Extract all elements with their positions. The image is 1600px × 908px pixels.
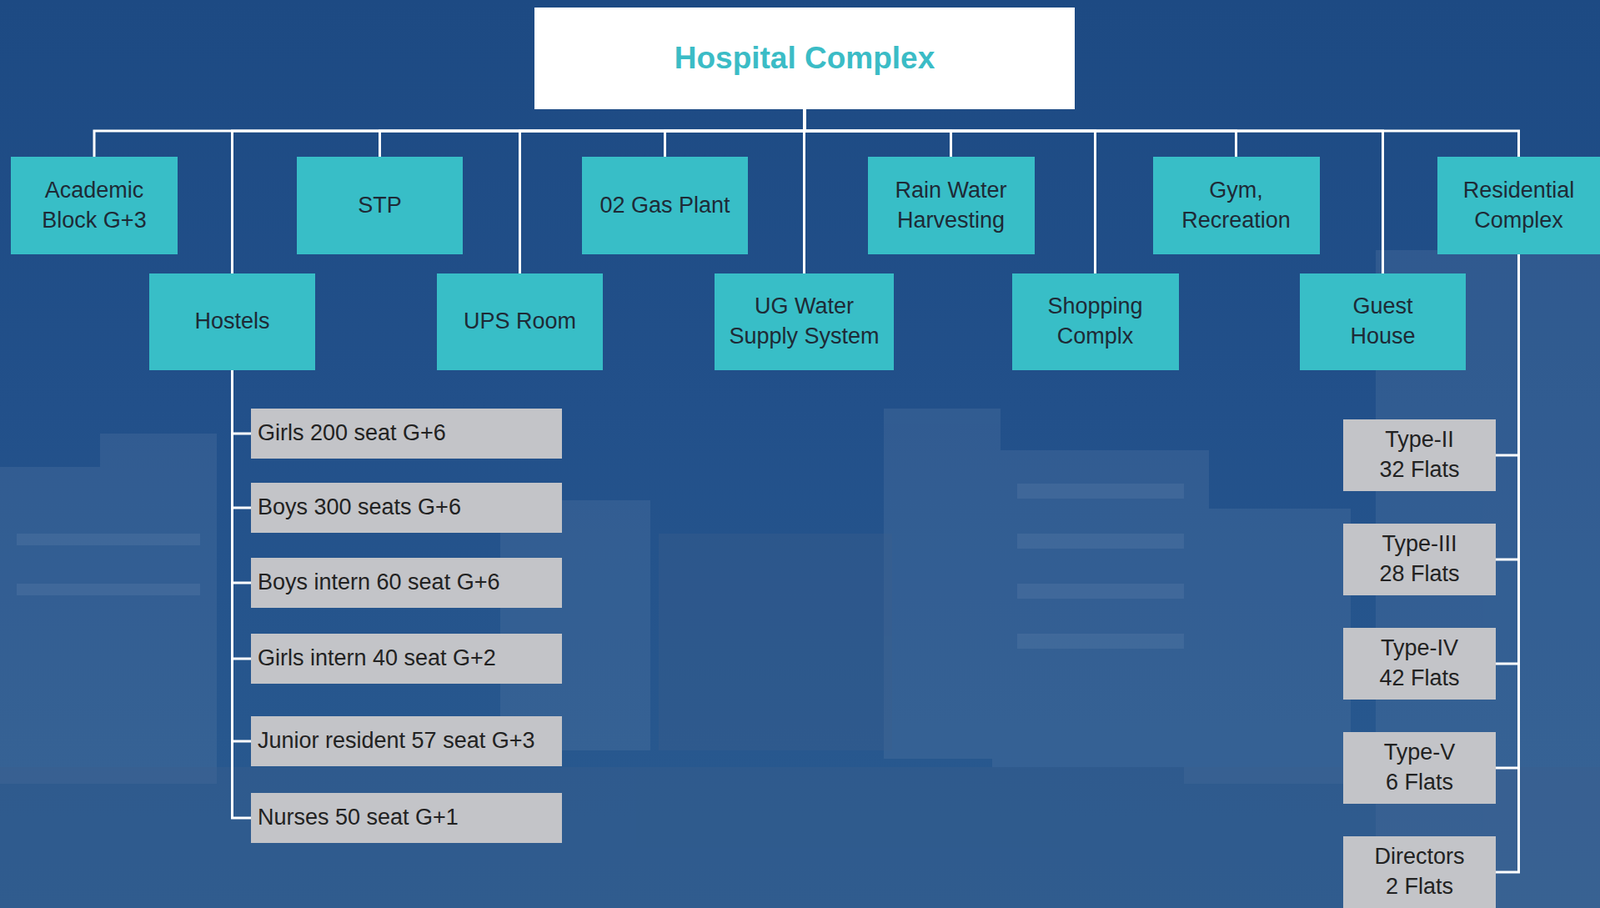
flat-type-box: Type-IV 42 Flats (1343, 627, 1496, 700)
category-box: STP (296, 156, 463, 255)
box-label: Hospital Complex (674, 38, 936, 80)
flat-type-box: Directors 2 Flats (1343, 836, 1496, 908)
connector-line (1495, 254, 1520, 664)
box-label: Type-II 32 Flats (1374, 425, 1466, 485)
box-label: Type-III 28 Flats (1374, 529, 1466, 589)
box-label: Rain Water Harvesting (876, 175, 1027, 236)
root-box: Hospital Complex (534, 7, 1075, 110)
box-label: 02 Gas Plant (599, 190, 730, 221)
hostel-box: Boys 300 seats G+6 (250, 482, 562, 533)
connector-line (804, 109, 1096, 274)
connector-line (665, 109, 806, 157)
category-box: 02 Gas Plant (581, 156, 748, 255)
box-label: Directors 2 Flats (1369, 842, 1470, 902)
connector-line (804, 109, 1384, 274)
box-label: Hostels (194, 306, 270, 337)
connector-line (1495, 254, 1520, 768)
connector-line (232, 370, 252, 434)
connector-line (804, 109, 952, 157)
connector-line (1495, 254, 1520, 560)
connector-line (232, 370, 252, 659)
category-box: Shopping Complx (1012, 273, 1179, 371)
box-label: Boys 300 seats G+6 (257, 492, 462, 523)
connector-line (94, 109, 805, 157)
hostel-box: Nurses 50 seat G+1 (250, 792, 562, 843)
box-label: Gym, Recreation (1161, 175, 1312, 236)
connector-line (804, 109, 1520, 157)
hostel-box: Girls 200 seat G+6 (250, 408, 562, 459)
connector-line (380, 109, 806, 157)
flat-type-box: Type-II 32 Flats (1343, 419, 1496, 492)
box-label: Residential Complex (1445, 175, 1592, 236)
category-box: Residential Complex (1437, 156, 1600, 255)
category-box: UG Water Supply System (714, 273, 894, 371)
category-box: Guest House (1299, 273, 1466, 371)
category-box: Gym, Recreation (1153, 156, 1320, 255)
category-box: Academic Block G+3 (10, 156, 178, 255)
box-label: UPS Room (463, 306, 577, 337)
box-label: STP (357, 190, 402, 221)
category-box: Rain Water Harvesting (867, 156, 1035, 255)
connector-line (1495, 254, 1520, 873)
category-box: UPS Room (436, 273, 603, 371)
connector-line (1495, 254, 1520, 456)
connector-line (232, 370, 252, 508)
flat-type-box: Type-III 28 Flats (1343, 523, 1496, 596)
connector-line (520, 109, 806, 274)
box-label: Junior resident 57 seat G+3 (257, 726, 535, 757)
connector-line (804, 109, 1237, 157)
box-label: Type-V 6 Flats (1379, 737, 1460, 798)
box-label: Academic Block G+3 (19, 175, 170, 236)
box-label: Shopping Complx (1020, 291, 1171, 352)
box-label: Girls 200 seat G+6 (257, 418, 447, 449)
box-label: Nurses 50 seat G+1 (257, 802, 459, 833)
category-box: Hostels (149, 273, 316, 371)
flat-type-box: Type-V 6 Flats (1343, 732, 1496, 804)
connector-line (232, 370, 252, 583)
connector-line (232, 109, 806, 274)
connector-line (232, 370, 252, 818)
hostel-box: Girls intern 40 seat G+2 (250, 633, 562, 684)
box-label: Guest House (1333, 291, 1434, 352)
hostel-box: Junior resident 57 seat G+3 (250, 716, 562, 767)
box-label: UG Water Supply System (722, 291, 886, 352)
box-label: Girls intern 40 seat G+2 (257, 643, 497, 674)
hostel-box: Boys intern 60 seat G+6 (250, 557, 562, 608)
connector-line (802, 109, 807, 274)
box-label: Boys intern 60 seat G+6 (257, 567, 500, 598)
box-label: Type-IV 42 Flats (1374, 633, 1466, 693)
connector-line (232, 370, 252, 742)
